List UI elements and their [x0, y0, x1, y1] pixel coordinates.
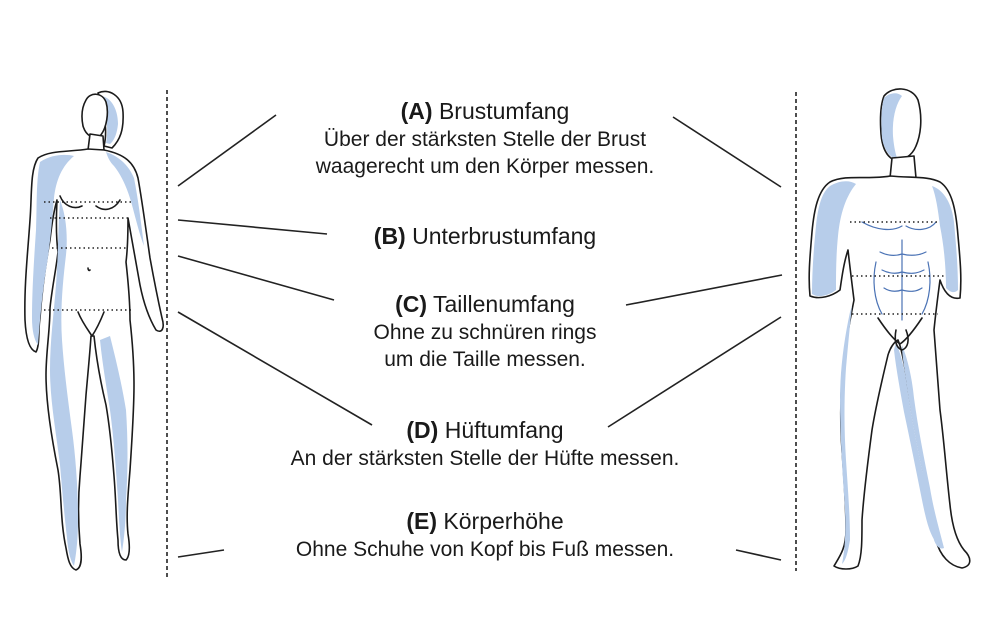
measurement-c-name: Taillenumfang — [433, 291, 575, 317]
leader-e-right — [735, 549, 782, 561]
measurement-d: (D) Hüftumfang An der stärksten Stelle d… — [250, 415, 720, 472]
leader-a-right — [672, 116, 782, 188]
leader-c-left — [177, 255, 335, 301]
leader-a-left — [177, 114, 277, 187]
measurement-a-name: Brustumfang — [438, 98, 570, 124]
leader-b-left — [177, 219, 328, 235]
leader-lines — [177, 114, 783, 561]
measurement-c-description-line-2: um die Taille messen. — [384, 348, 586, 371]
leader-e-left — [177, 549, 225, 558]
measurement-b-heading: (B) Unterbrustumfang — [250, 221, 720, 251]
measurement-b-name: Unterbrustumfang — [412, 223, 597, 249]
female-figure — [24, 90, 164, 571]
measurement-c-letter: (C) — [395, 291, 428, 317]
male-figure — [808, 88, 971, 570]
measurement-e: (E) Körperhöhe Ohne Schuhe von Kopf bis … — [250, 506, 720, 563]
measurement-d-letter: (D) — [406, 417, 439, 443]
measurement-c-description-line-1: Ohne zu schnüren rings — [373, 321, 597, 344]
measurement-e-heading: (E) Körperhöhe — [250, 506, 720, 536]
measurement-b-letter: (B) — [373, 223, 406, 249]
measurement-a-letter: (A) — [400, 98, 433, 124]
measurement-d-description-line-1: An der stärksten Stelle der Hüfte messen… — [290, 447, 680, 470]
leader-d-right — [607, 316, 782, 428]
leader-d-left — [177, 311, 373, 426]
measurement-e-description-line-1: Ohne Schuhe von Kopf bis Fuß messen. — [295, 538, 675, 561]
measurement-d-heading: (D) Hüftumfang — [250, 415, 720, 445]
measurement-a-description-line-2: waagerecht um den Körper messen. — [315, 155, 655, 178]
leader-c-right — [625, 274, 783, 306]
measurement-c: (C) Taillenumfang Ohne zu schnüren rings… — [250, 289, 720, 373]
measurement-b: (B) Unterbrustumfang — [250, 221, 720, 251]
measurement-a-description-line-1: Über der stärksten Stelle der Brust — [323, 128, 647, 151]
measurement-e-letter: (E) — [406, 508, 438, 534]
measurement-d-name: Hüftumfang — [444, 417, 564, 443]
measurement-a-heading: (A) Brustumfang — [250, 96, 720, 126]
measurement-e-name: Körperhöhe — [443, 508, 564, 534]
measurement-c-heading: (C) Taillenumfang — [250, 289, 720, 319]
measurement-a: (A) Brustumfang Über der stärksten Stell… — [250, 96, 720, 180]
